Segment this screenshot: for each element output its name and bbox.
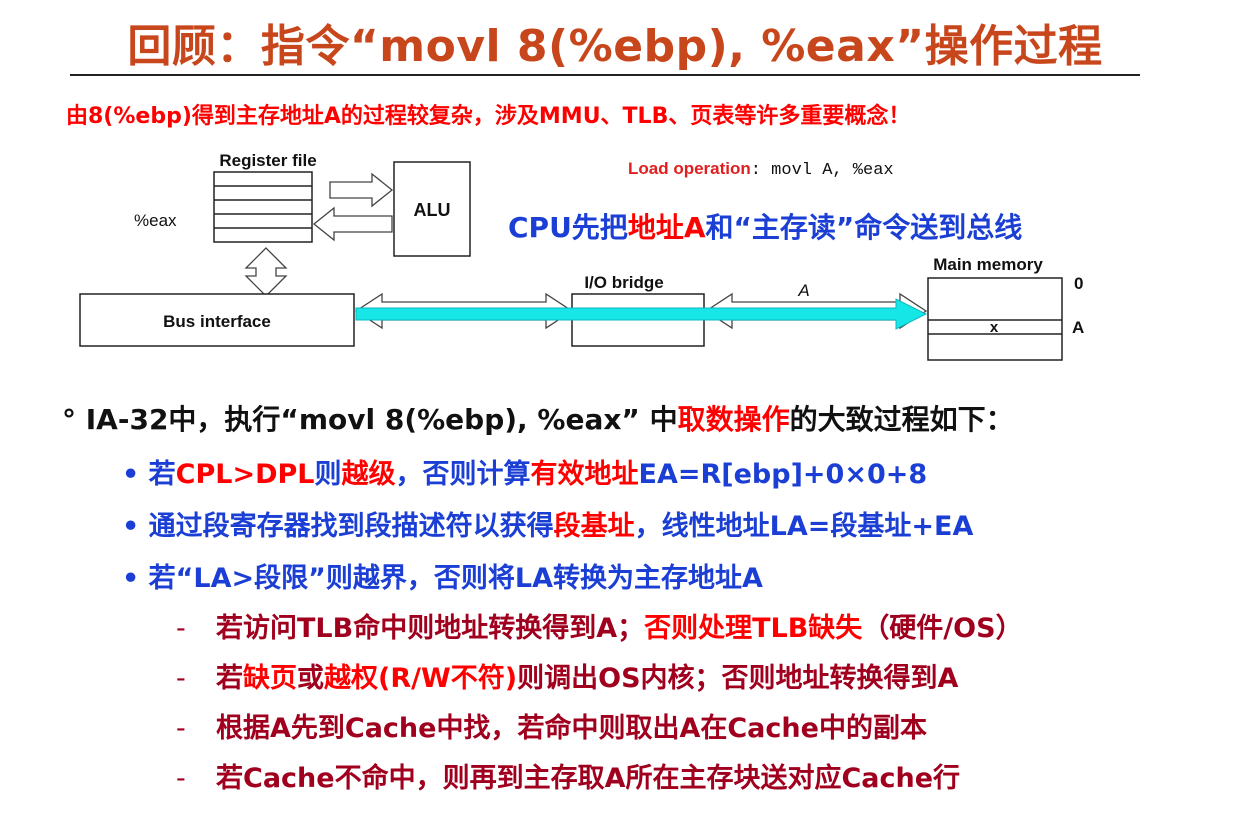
slide-subtitle: 由8(%ebp)得到主存地址A的过程较复杂，涉及MMU、TLB、页表等许多重要概… — [66, 104, 911, 129]
slide-title: 回顾：指令“movl 8(%ebp), %eax”操作过程 — [127, 21, 1103, 72]
memory-address-0: 0 — [1074, 274, 1083, 293]
sub-item-cache-miss: -若Cache不命中，则再到主存取A所在主存块送对应Cache行 — [176, 763, 961, 794]
memory-cell-x: x — [990, 319, 999, 336]
sub-item-cache-hit: -根据A先到Cache中找，若命中则取出A在Cache中的副本 — [176, 713, 927, 744]
bus-interface-label: Bus interface — [163, 312, 271, 331]
intro-line: ° IA-32中，执行“movl 8(%ebp), %eax” 中取数操作的大致… — [62, 403, 1014, 436]
sub-item-page-fault: -若缺页或越权(R/W不符)则调出OS内核；否则地址转换得到A — [176, 663, 959, 694]
bullet-segment-limit: • 若“LA>段限”则越界，否则将LA转换为主存地址A — [122, 563, 763, 594]
register-file-label: Register file — [219, 151, 316, 170]
bullet-privilege-check: • 若CPL>DPL则越级，否则计算有效地址EA=R[ebp]+0×0+8 — [122, 459, 928, 490]
main-memory-label: Main memory — [933, 255, 1043, 274]
bullet-segment-base: • 通过段寄存器找到段描述符以获得段基址，线性地址LA=段基址+EA — [122, 511, 974, 542]
reg-bus-double-arrow — [244, 247, 288, 297]
title-underline — [70, 74, 1140, 76]
load-operation-label: Load operation: movl A, %eax — [628, 159, 894, 180]
bus-address-label: A — [797, 281, 809, 300]
bus-interface-box — [79, 293, 355, 347]
alu-box — [393, 161, 471, 257]
cpu-caption: CPU先把地址A和“主存读”命令送到总线 — [508, 211, 1023, 244]
alu-label: ALU — [414, 200, 451, 220]
memory-address-a: A — [1072, 318, 1084, 337]
register-file — [213, 171, 313, 243]
reg-to-alu-arrow — [329, 172, 394, 208]
sub-item-tlb: -若访问TLB命中则地址转换得到A；否则处理TLB缺失（硬件/OS） — [176, 613, 1023, 644]
eax-label: %eax — [134, 211, 177, 230]
memory-read-diagram: Register file %eax ALU Bus interface I/O… — [79, 151, 1084, 361]
alu-to-reg-arrow — [312, 206, 393, 242]
io-bridge-label: I/O bridge — [584, 273, 663, 292]
address-flow-arrow — [355, 298, 928, 330]
main-memory-box — [927, 277, 1063, 361]
